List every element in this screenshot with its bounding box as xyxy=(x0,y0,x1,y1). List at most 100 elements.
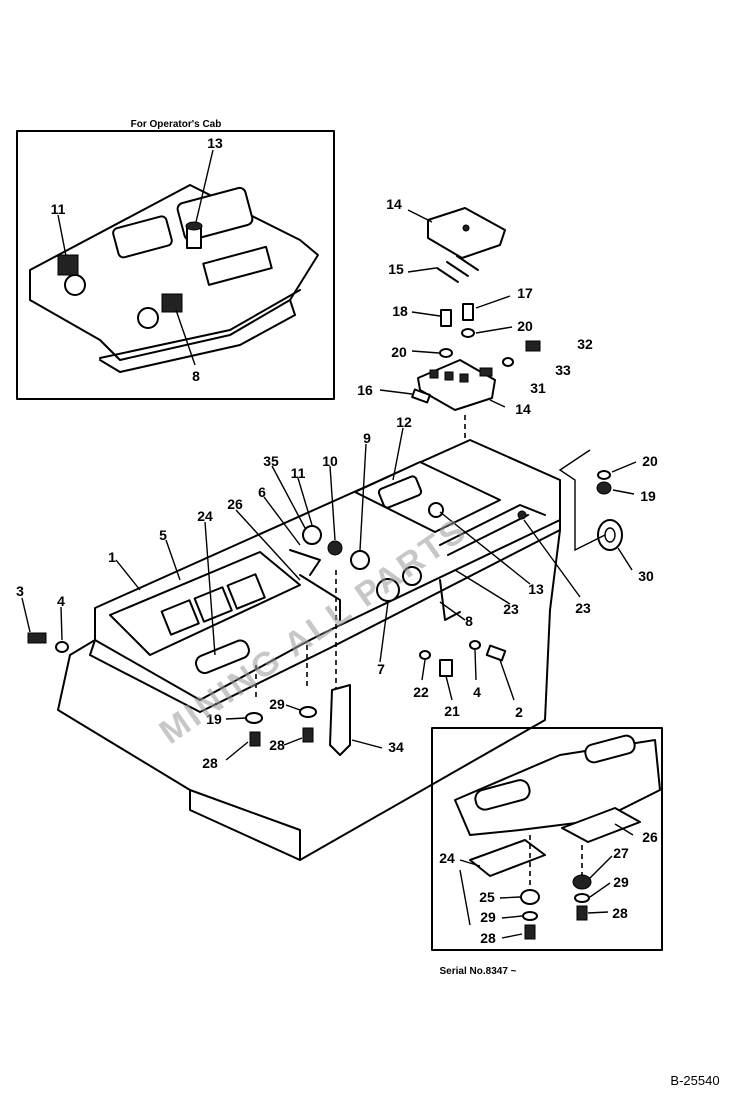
label-32: 32 xyxy=(577,336,593,352)
knob-8 xyxy=(402,566,422,586)
inset-plate-26 xyxy=(561,807,641,843)
label-28a: 28 xyxy=(202,755,218,771)
leader xyxy=(474,649,477,681)
bracket-8 xyxy=(439,579,461,621)
inset-serial: 26 24 27 29 25 29 28 28 Serial No.8347 ~ xyxy=(431,727,663,977)
label-20c: 20 xyxy=(642,453,658,469)
leader xyxy=(285,704,301,711)
duct-23 xyxy=(439,504,546,546)
inset-frame-bottom xyxy=(431,727,663,951)
leader xyxy=(587,911,609,914)
leader xyxy=(351,739,383,749)
drawing-code: B-25540 xyxy=(670,1073,719,1088)
leader xyxy=(392,427,404,481)
leader xyxy=(411,311,441,317)
inset-bolt-28b xyxy=(524,924,536,940)
inset-console-edge xyxy=(99,289,301,359)
leader xyxy=(499,659,515,701)
washer-29a xyxy=(299,706,317,718)
leader xyxy=(439,511,531,585)
inset-operators-cab: For Operator's Cab 11 13 8 xyxy=(16,119,335,400)
leader xyxy=(115,559,141,591)
terminal xyxy=(429,369,439,379)
inset-rubber-25 xyxy=(520,889,540,905)
lever-slot-24 xyxy=(195,639,250,675)
label-b29b: 29 xyxy=(480,909,496,925)
leader xyxy=(407,209,433,223)
grommet-30 xyxy=(597,519,623,551)
label-b27: 27 xyxy=(613,845,629,861)
gauge-1 xyxy=(160,599,200,636)
console-front-lip xyxy=(89,519,561,713)
inset-title: For Operator's Cab xyxy=(131,119,222,130)
bracket-26 xyxy=(299,574,341,621)
leader xyxy=(612,489,635,495)
bolt-21 xyxy=(439,659,453,677)
washer-20a xyxy=(439,348,453,358)
label-33: 33 xyxy=(555,362,571,378)
label-13: 13 xyxy=(528,581,544,597)
leader xyxy=(459,859,481,867)
leader xyxy=(235,509,301,581)
inset-rubber-27 xyxy=(572,874,592,890)
leader xyxy=(21,597,31,633)
label-b28b: 28 xyxy=(480,930,496,946)
leader xyxy=(195,149,214,223)
inset-part-8 xyxy=(161,293,183,313)
leader xyxy=(489,399,506,408)
label-inset-8: 8 xyxy=(192,368,200,384)
nut-19 xyxy=(596,481,612,495)
label-19a: 19 xyxy=(640,488,656,504)
duct-23-edge xyxy=(447,514,529,556)
bolt-28b xyxy=(302,727,314,743)
label-9: 9 xyxy=(363,430,371,446)
part-31 xyxy=(479,367,493,377)
label-31: 31 xyxy=(530,380,546,396)
hole-23 xyxy=(517,510,527,520)
washer-20b xyxy=(461,328,475,338)
label-6: 6 xyxy=(258,484,266,500)
console-body xyxy=(57,529,561,861)
knob-7 xyxy=(376,578,400,602)
label-2: 2 xyxy=(515,704,523,720)
label-22: 22 xyxy=(413,684,429,700)
label-b24: 24 xyxy=(439,850,455,866)
label-19b: 19 xyxy=(206,711,222,727)
bolt-3 xyxy=(27,632,47,644)
label-23b: 23 xyxy=(575,600,591,616)
label-29a: 29 xyxy=(269,696,285,712)
leader xyxy=(499,896,521,899)
part-13 xyxy=(428,502,444,518)
screw-17 xyxy=(462,303,474,321)
leader xyxy=(379,389,413,395)
label-4a: 4 xyxy=(57,593,65,609)
leader xyxy=(501,933,523,939)
leader xyxy=(589,882,611,898)
pin-15b xyxy=(446,261,469,277)
leader xyxy=(439,601,466,621)
label-4b: 4 xyxy=(473,684,481,700)
inset-part-13-cap xyxy=(185,221,203,231)
switch-plate-12 xyxy=(354,461,501,533)
label-inset-13: 13 xyxy=(207,135,223,151)
label-7: 7 xyxy=(377,661,385,677)
label-8: 8 xyxy=(465,613,473,629)
leader xyxy=(225,717,247,720)
bracket-6 xyxy=(289,549,321,576)
cover-assembly: 14 15 18 17 20 20 32 33 31 16 14 xyxy=(357,196,593,480)
leader xyxy=(225,741,249,761)
inset-plate-24 xyxy=(469,839,546,877)
label-26: 26 xyxy=(227,496,243,512)
serial-caption: Serial No.8347 ~ xyxy=(440,966,517,977)
washer-4b xyxy=(469,640,481,650)
leader xyxy=(411,350,440,354)
inset-switch-ring xyxy=(64,274,86,296)
inset-washer-29 xyxy=(574,893,590,903)
bolt-32 xyxy=(525,340,541,352)
leader xyxy=(204,521,216,656)
inset-switch-ring-2 xyxy=(137,307,159,329)
leader xyxy=(60,606,63,641)
leader xyxy=(407,267,437,273)
leader xyxy=(263,496,301,546)
